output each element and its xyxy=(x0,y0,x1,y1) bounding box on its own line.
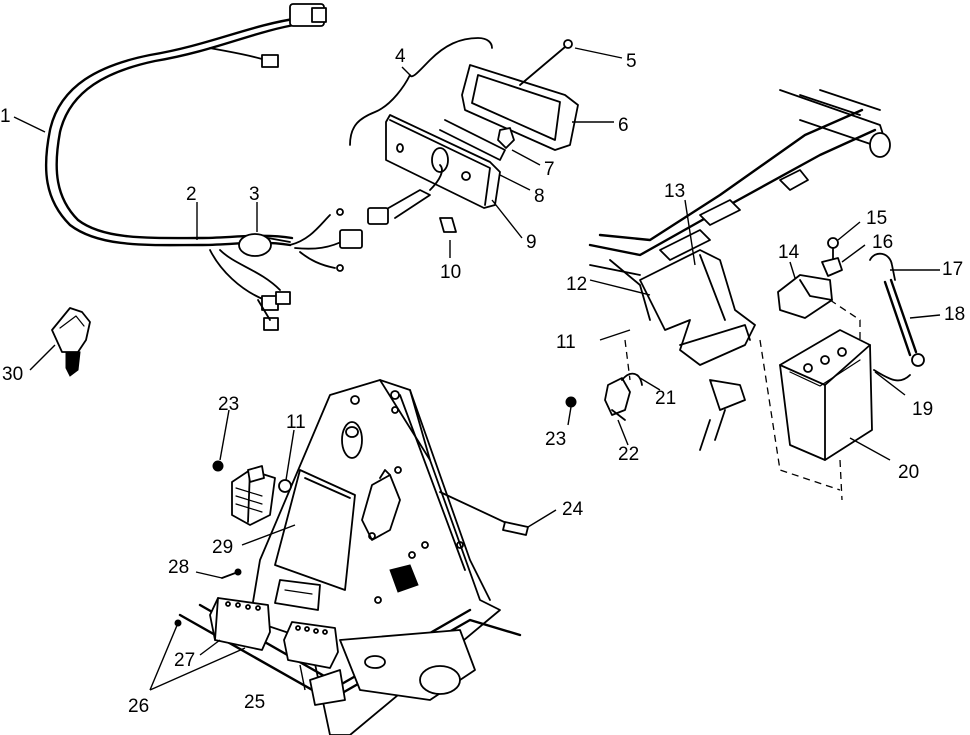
callout-13: 13 xyxy=(664,181,685,202)
callout-20: 20 xyxy=(898,462,919,483)
callout-28: 28 xyxy=(168,557,189,578)
callout-8: 8 xyxy=(534,186,545,207)
callout-12: 12 xyxy=(566,274,587,295)
callout-labels: 1 2 3 4 5 6 7 8 9 10 11 11 12 13 14 15 1… xyxy=(0,46,965,717)
electrical-mounting-plate xyxy=(174,379,529,735)
callout-6: 6 xyxy=(618,115,629,136)
callout-18: 18 xyxy=(944,304,965,325)
callout-19: 19 xyxy=(912,399,933,420)
relay-bracket xyxy=(565,372,643,421)
callout-4: 4 xyxy=(395,46,406,67)
callout-11-left: 11 xyxy=(286,412,306,433)
callout-22: 22 xyxy=(618,444,639,465)
callout-27: 27 xyxy=(174,650,195,671)
callout-21: 21 xyxy=(655,388,676,409)
callout-15: 15 xyxy=(866,208,887,229)
callout-17: 17 xyxy=(942,259,963,280)
leader-lines xyxy=(13,47,941,691)
callout-9: 9 xyxy=(526,232,537,253)
callout-23-left: 23 xyxy=(218,394,239,415)
ignition-key xyxy=(51,307,91,377)
callout-11-right: 11 xyxy=(556,332,576,353)
tail-light-assembly xyxy=(349,37,579,233)
callout-29: 29 xyxy=(212,537,233,558)
callout-30: 30 xyxy=(2,364,23,385)
callout-24: 24 xyxy=(562,499,584,520)
callout-10: 10 xyxy=(440,262,461,283)
callout-7: 7 xyxy=(544,159,555,180)
battery-assembly xyxy=(624,237,925,501)
wiring-harness xyxy=(44,3,363,331)
callout-1: 1 xyxy=(0,106,11,127)
rear-frame xyxy=(588,89,891,451)
callout-14: 14 xyxy=(778,242,800,263)
callout-25: 25 xyxy=(244,692,265,713)
callout-2: 2 xyxy=(186,184,197,205)
callout-23-right: 23 xyxy=(545,429,566,450)
callout-26: 26 xyxy=(128,696,149,717)
callout-5: 5 xyxy=(626,51,637,72)
callout-16: 16 xyxy=(872,232,893,253)
callout-3: 3 xyxy=(249,184,260,205)
